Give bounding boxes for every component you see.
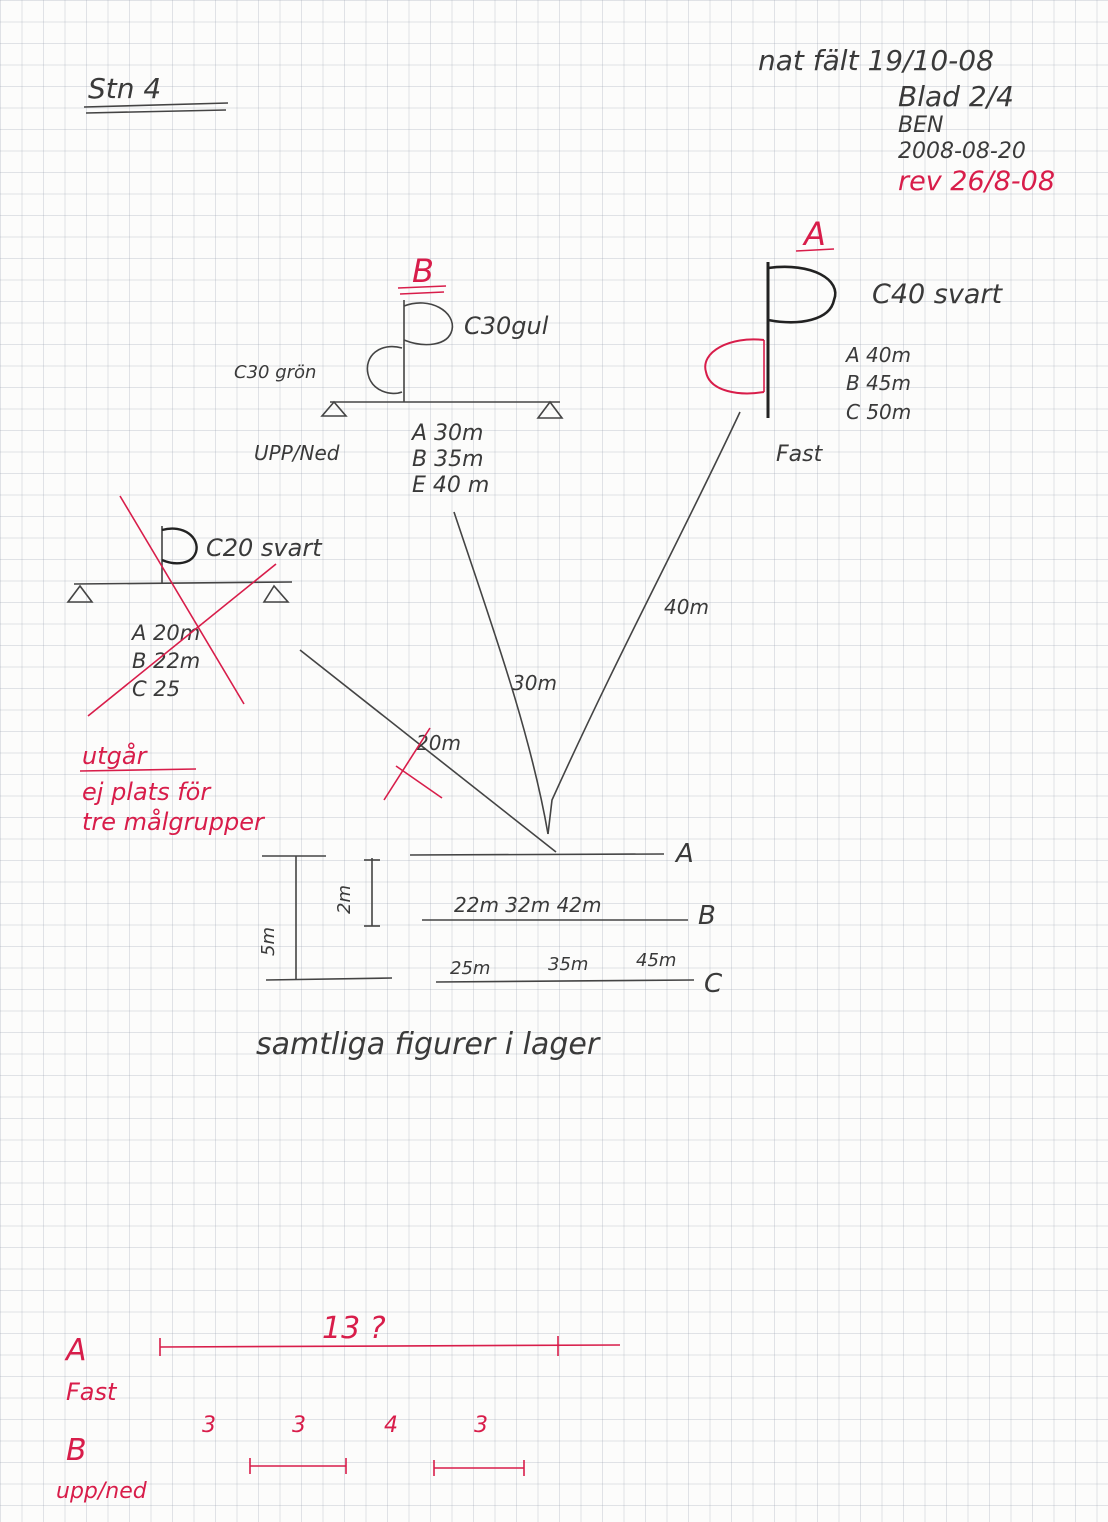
header: Stn 4 nat fält 19/10-08 Blad 2/4 BEN 200…	[83, 44, 1055, 197]
line-label-20: 20m	[416, 731, 461, 755]
fire-lines: 40m 30m 20m	[299, 411, 741, 853]
revision-note: rev 26/8-08	[898, 166, 1055, 197]
shooting-positions: A 22m 32m 42m B 25m 35m 45m C 2m 5m samt…	[256, 839, 723, 1062]
group-b-upper-label: C30gul	[464, 312, 549, 340]
position-label-a: A	[674, 839, 694, 869]
timing-label-uppned: upp/ned	[56, 1479, 148, 1504]
target-group-a: A C40 svart A 40m B 45m C 50m Fast	[704, 215, 1003, 467]
group-a-target-head	[767, 265, 837, 324]
line-label-40: 40m	[664, 595, 709, 619]
target-group-b: B C30gul C30 grön UPP/Ned A 30m B 35m E …	[234, 252, 564, 498]
line-20-strike-1	[395, 765, 443, 799]
group-b-dist-a: A 30m	[410, 421, 483, 446]
group-a-dist-b: B 45m	[846, 371, 911, 395]
line-20-strike-2	[383, 727, 431, 801]
group-b-rail-foot-left	[320, 400, 348, 417]
position-line-c	[435, 979, 695, 983]
group-c-note-title: utgår	[82, 741, 149, 770]
group-b-dist-b: B 35m	[412, 447, 484, 472]
group-c-note-underline	[79, 768, 197, 772]
title-underline-1	[83, 102, 229, 108]
header-line-2: Blad 2/4	[898, 80, 1014, 113]
group-c-rail	[73, 581, 293, 585]
position-b-values: 22m 32m 42m	[454, 893, 602, 917]
group-b-dist-e: E 40 m	[412, 473, 489, 498]
header-line-4: 2008-08-20	[898, 139, 1026, 164]
group-c-rail-foot-left	[66, 584, 94, 603]
position-c-value-3: 45m	[636, 950, 676, 971]
group-b-underline-1	[397, 285, 447, 289]
line-label-30: 30m	[512, 671, 557, 695]
header-line-1: nat fält 19/10-08	[758, 44, 994, 77]
group-c-note-line-1: ej plats för	[82, 778, 212, 806]
group-c-dist-a: A 20m	[130, 621, 200, 645]
group-c-dist-c: C 25	[132, 677, 180, 701]
timing-segment-3: 4	[384, 1413, 398, 1438]
position-label-b: B	[698, 901, 716, 931]
dim-5m-label: 5m	[258, 927, 279, 956]
group-c-note-line-2: tre målgrupper	[82, 807, 266, 836]
position-line-a	[409, 853, 665, 856]
group-a-dist-a: A 40m	[844, 343, 911, 367]
group-a-red-figure	[704, 338, 765, 395]
dim-2m-label: 2m	[334, 885, 355, 914]
group-b-underline-2	[399, 291, 445, 295]
group-a-dist-c: C 50m	[846, 400, 911, 424]
position-c-value-1: 25m	[450, 958, 490, 979]
timing-total: 13 ?	[322, 1311, 386, 1346]
group-b-rail-foot-right	[536, 400, 564, 419]
footnote: samtliga figurer i lager	[256, 1027, 601, 1062]
group-c-target-head	[161, 527, 198, 565]
group-a-letter: A	[802, 215, 826, 253]
group-c-target-label: C20 svart	[206, 534, 323, 562]
timing-segment-1: 3	[202, 1413, 216, 1438]
group-b-lower-target	[366, 345, 403, 395]
timing-label-a: A	[64, 1333, 87, 1368]
group-c-rail-foot-right	[262, 584, 290, 603]
group-a-mode: Fast	[776, 442, 824, 467]
position-c-value-2: 35m	[548, 954, 588, 975]
group-b-mode: UPP/Ned	[254, 441, 340, 465]
line-to-group-c	[299, 649, 557, 853]
timing-label-fast: Fast	[66, 1378, 118, 1406]
group-c-strike-2	[87, 563, 277, 717]
group-a-underline	[795, 248, 835, 252]
position-label-c: C	[704, 969, 723, 999]
group-b-letter: B	[412, 252, 434, 290]
target-group-c: C20 svart A 20m B 22m C 25 utgår ej plat…	[66, 495, 323, 836]
station-title: Stn 4	[88, 72, 161, 105]
group-b-upper-target	[403, 302, 454, 346]
timing-segment-2: 3	[292, 1413, 306, 1438]
group-c-strike-1	[119, 495, 245, 705]
timing-segment-4: 3	[474, 1413, 488, 1438]
line-to-group-b	[453, 511, 549, 835]
group-a-target-label: C40 svart	[872, 279, 1003, 310]
line-to-group-a	[547, 411, 741, 835]
timing-sketch: A Fast 13 ? 3 3 4 3 B upp/ned	[56, 1311, 621, 1504]
header-line-3: BEN	[898, 113, 943, 138]
dim-bottom-line	[265, 977, 393, 981]
title-underline-2	[85, 109, 227, 114]
group-b-lower-label: C30 grön	[234, 362, 316, 383]
timing-a-bar	[159, 1344, 621, 1348]
timing-label-b: B	[66, 1433, 87, 1468]
